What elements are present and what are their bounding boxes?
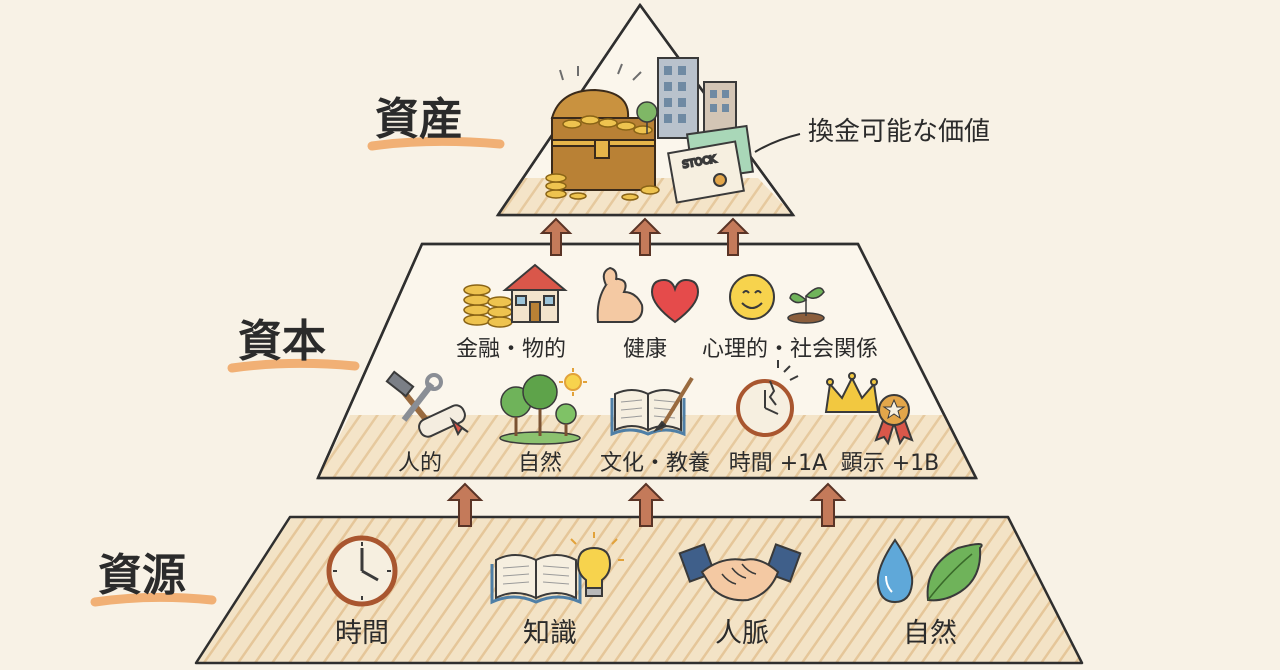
arrow-up-icon xyxy=(628,217,662,256)
tier-title-middle: 資本 xyxy=(227,316,360,373)
coin-stack-icon xyxy=(545,173,660,201)
capital-display: 顕示 +1B xyxy=(824,372,940,476)
capital-label-natural: 自然 xyxy=(518,451,562,476)
treasure-chest-icon xyxy=(550,63,656,191)
book-lightbulb-icon xyxy=(490,532,624,605)
coin-stack-icon xyxy=(463,284,513,328)
capital-label-human: 人的 xyxy=(398,451,442,476)
flexed-arm-icon xyxy=(596,266,644,323)
heart-icon xyxy=(650,278,700,324)
arrows-bottom-to-middle xyxy=(446,482,847,527)
arrows-middle-to-top xyxy=(539,217,750,256)
callout-liquid-value: 換金可能な価値 xyxy=(808,117,990,147)
arrow-up-icon xyxy=(627,482,665,527)
capital-time: 時間 +1A xyxy=(729,360,827,476)
arrow-up-icon xyxy=(716,217,750,256)
resource-label-knowledge: 知識 xyxy=(523,618,577,649)
resource-network: 人脈 xyxy=(678,543,802,649)
resource-time: 時間 xyxy=(326,535,398,649)
resource-label-network: 人脈 xyxy=(715,618,769,649)
trees-icon xyxy=(499,374,581,445)
smiley-face-icon xyxy=(729,274,775,320)
capital-psych-social: 心理的・社会関係 xyxy=(702,274,878,362)
cracked-clock-icon xyxy=(736,360,799,437)
arrow-up-icon xyxy=(809,482,847,527)
arrow-up-icon xyxy=(446,482,484,527)
tier-title-bottom: 資源 xyxy=(90,550,217,607)
resource-label-nature: 自然 xyxy=(903,618,957,649)
capital-label-health: 健康 xyxy=(623,337,667,362)
capital-human: 人的 xyxy=(385,370,469,476)
medal-icon xyxy=(874,394,914,446)
diploma-icon xyxy=(418,404,469,438)
resource-knowledge: 知識 xyxy=(490,532,624,649)
capital-label-display: 顕示 +1B xyxy=(841,451,940,476)
tier-title-top: 資産 xyxy=(367,94,505,151)
capital-culture: 文化・教養 xyxy=(600,376,710,476)
hammer-wrench-icon xyxy=(385,370,443,424)
arrow-up-icon xyxy=(539,217,573,256)
tier-bottom-shape xyxy=(194,515,1084,665)
crown-icon xyxy=(824,372,880,413)
capital-natural: 自然 xyxy=(499,368,587,476)
capital-label-psych-social: 心理的・社会関係 xyxy=(702,337,878,362)
house-icon xyxy=(502,263,568,323)
water-leaf-icon xyxy=(876,538,983,604)
capital-label-culture: 文化・教養 xyxy=(600,451,710,476)
resource-label-time: 時間 xyxy=(335,618,389,649)
tier-title-assets: 資産 xyxy=(375,94,463,145)
clock-icon xyxy=(326,535,398,607)
resource-nature: 自然 xyxy=(876,538,983,649)
stock-certificate-icon: STOCK xyxy=(667,124,755,204)
handshake-icon xyxy=(678,543,802,602)
capital-label-time: 時間 +1A xyxy=(729,451,827,476)
sun-icon xyxy=(559,368,587,396)
capital-health: 健康 xyxy=(596,266,700,362)
tree-icon xyxy=(636,101,658,134)
capital-label-financial: 金融・物的 xyxy=(456,337,566,362)
callout: 換金可能な価値 xyxy=(754,117,990,153)
open-book-brush-icon xyxy=(610,376,694,437)
office-buildings-icon xyxy=(657,57,737,139)
sprout-icon xyxy=(787,287,825,324)
tier-title-capital: 資本 xyxy=(238,316,326,367)
capital-financial-physical: 金融・物的 xyxy=(456,263,568,362)
tier-title-resources: 資源 xyxy=(98,550,186,601)
